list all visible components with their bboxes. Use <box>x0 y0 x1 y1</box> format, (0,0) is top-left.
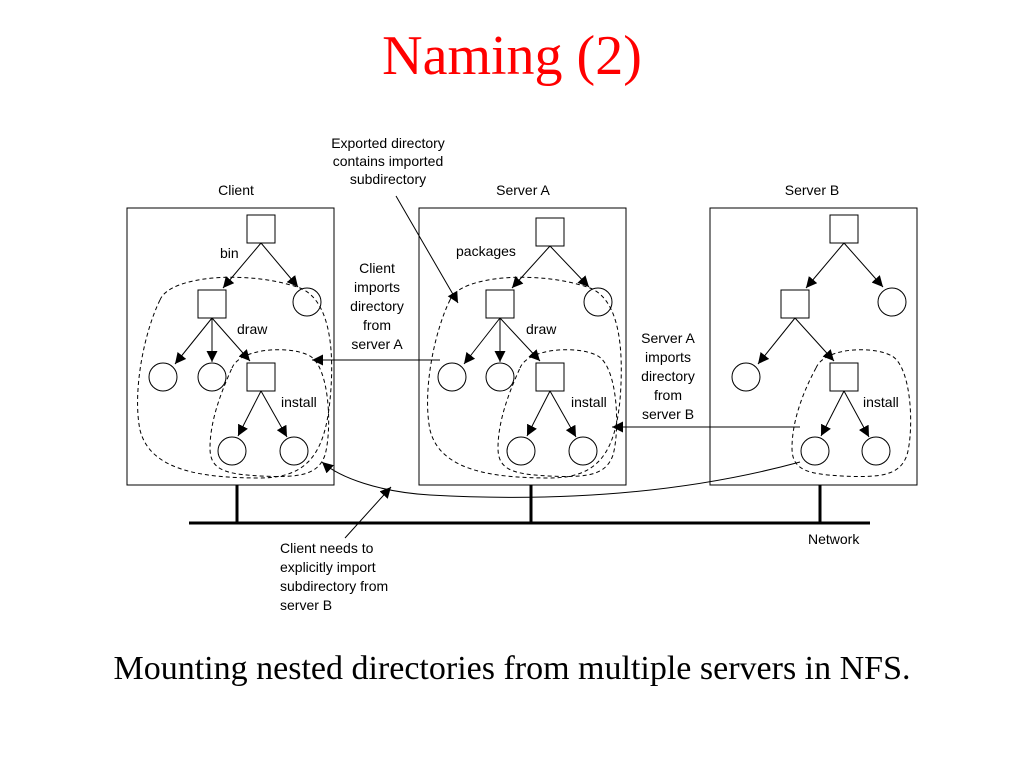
server-a-install-file-2 <box>568 436 598 466</box>
server-a-imports-line-5: server B <box>642 406 694 422</box>
server-a-root-directory <box>535 217 565 247</box>
exported-note-line-3: subdirectory <box>350 171 426 187</box>
client-install-label: install <box>281 394 317 410</box>
client-bin-file-2 <box>197 362 227 392</box>
client-imports-line-5: server A <box>351 336 403 352</box>
client-needs-import-arrow <box>321 461 801 498</box>
server-a-install-label: install <box>571 394 607 410</box>
server-a-label: Server A <box>496 182 550 198</box>
server-b-directory-tree: install <box>731 214 912 477</box>
client-imports-line-1: Client <box>359 260 395 276</box>
client-imports-line-4: from <box>363 317 391 333</box>
server-a-root-file <box>583 287 613 317</box>
client-imports-line-3: directory <box>350 298 404 314</box>
client-draw-label: draw <box>237 321 268 337</box>
server-b-middle-file <box>731 362 761 392</box>
server-a-install-file-1 <box>506 436 536 466</box>
client-bin-directory <box>197 289 227 319</box>
client-bin-file-1 <box>148 362 178 392</box>
client-needs-note: Client needs to explicitly import subdir… <box>280 540 388 613</box>
exported-note-line-1: Exported directory <box>331 135 445 151</box>
server-a-imports-note: Server A imports directory from server B <box>641 330 695 422</box>
server-b-machine-box <box>709 207 918 486</box>
client-needs-line-4: server B <box>280 597 332 613</box>
exported-directory-note: Exported directory contains imported sub… <box>331 135 445 187</box>
exported-note-line-2: contains imported <box>333 153 444 169</box>
server-b-middle-directory <box>780 289 810 319</box>
client-install-file-1 <box>217 436 247 466</box>
exported-directory-pointer <box>395 195 459 304</box>
server-b-root-file <box>877 287 907 317</box>
client-machine-box <box>126 207 335 486</box>
client-imports-line-2: imports <box>354 279 400 295</box>
server-a-draw-label: draw <box>526 321 557 337</box>
bin-label: bin <box>220 245 239 261</box>
client-root-file <box>292 287 322 317</box>
client-root-directory <box>246 214 276 244</box>
server-a-machine-box <box>418 207 627 486</box>
server-b-install-directory <box>829 362 859 392</box>
server-a-packages-file-2 <box>485 362 515 392</box>
server-a-imports-line-4: from <box>654 387 682 403</box>
client-label: Client <box>218 182 254 198</box>
client-needs-line-1: Client needs to <box>280 540 374 556</box>
server-b-label: Server B <box>785 182 839 198</box>
server-a-directory-tree: packages draw install <box>427 217 622 479</box>
client-directory-tree: bin draw install <box>137 214 333 479</box>
server-a-packages-directory <box>485 289 515 319</box>
client-install-file-2 <box>279 436 309 466</box>
slide-title: Naming (2) <box>382 25 642 87</box>
client-needs-line-2: explicitly import <box>280 559 376 575</box>
client-needs-pointer <box>344 486 392 539</box>
network-label: Network <box>808 531 860 547</box>
slide-caption: Mounting nested directories from multipl… <box>113 650 911 687</box>
packages-label: packages <box>456 243 516 259</box>
server-a-imports-line-3: directory <box>641 368 695 384</box>
client-imports-note: Client imports directory from server A <box>350 260 404 352</box>
server-b-install-label: install <box>863 394 899 410</box>
server-a-draw-directory <box>535 362 565 392</box>
server-a-packages-file-1 <box>437 362 467 392</box>
server-a-imports-line-1: Server A <box>641 330 695 346</box>
server-a-imports-line-2: imports <box>645 349 691 365</box>
server-b-install-file-1 <box>800 436 830 466</box>
client-draw-directory <box>246 362 276 392</box>
server-b-root-directory <box>829 214 859 244</box>
client-needs-line-3: subdirectory from <box>280 578 388 594</box>
server-b-install-file-2 <box>861 436 891 466</box>
